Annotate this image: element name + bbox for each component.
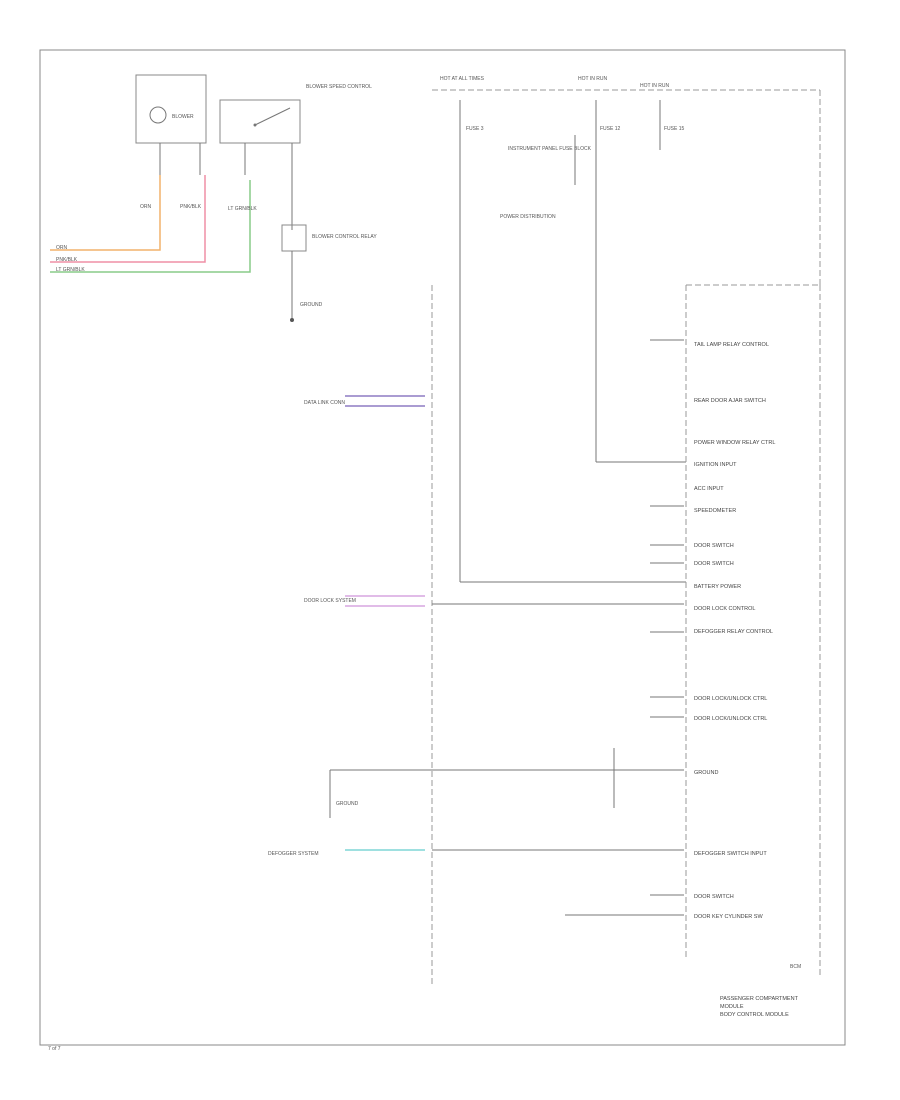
- blower-motor-icon: [149, 106, 167, 124]
- module-pin-3: IGNITION INPUT: [694, 462, 737, 468]
- module-pin-14: DEFOGGER SWITCH INPUT: [694, 851, 767, 857]
- switch-contact-icon: [253, 123, 257, 127]
- module-name-2: MODULE: [720, 1004, 744, 1010]
- module-pin-4: ACC INPUT: [694, 486, 724, 492]
- power-dist-label: POWER DISTRIBUTION: [500, 214, 556, 220]
- left-input-2: DOOR LOCK SYSTEM: [304, 598, 356, 604]
- module-pin-5: SPEEDOMETER: [694, 508, 736, 514]
- module-name: PASSENGER COMPARTMENT: [720, 996, 799, 1002]
- left-input-4: DEFOGGER SYSTEM: [268, 851, 319, 857]
- module-subtitle: BODY CONTROL MODULE: [720, 1012, 789, 1018]
- wire-bottom-label-2: PNK/BLK: [56, 257, 78, 263]
- left-input-1: DATA LINK CONN: [304, 400, 345, 406]
- left-input-3: GROUND: [336, 801, 359, 807]
- footer-code: 7 of 7: [48, 1046, 61, 1052]
- fuse-block-label: INSTRUMENT PANEL FUSE BLOCK: [508, 146, 592, 152]
- wire-bottom-label-3: LT GRN/BLK: [56, 267, 85, 273]
- fuse-name-3: FUSE 15: [664, 126, 685, 132]
- wire-label-3: LT GRN/BLK: [228, 206, 257, 212]
- module-pin-15: DOOR SWITCH: [694, 894, 734, 900]
- module-pin-0: TAIL LAMP RELAY CONTROL: [694, 342, 769, 348]
- module-pin-8: BATTERY POWER: [694, 584, 741, 590]
- fuse-label-2: HOT IN RUN: [578, 76, 607, 82]
- module-pin-10: DEFOGGER RELAY CONTROL: [694, 629, 773, 635]
- blower-switch-box: [219, 99, 301, 144]
- module-pin-7: DOOR SWITCH: [694, 561, 734, 567]
- fuse-label-1: HOT AT ALL TIMES: [440, 76, 485, 82]
- orange-wire: [50, 175, 161, 251]
- relay-label: BLOWER CONTROL RELAY: [312, 234, 377, 240]
- ground-point-icon: [290, 318, 294, 322]
- diagram-frame: [39, 49, 846, 1046]
- wire-label-2: PNK/BLK: [180, 204, 202, 210]
- relay-box: [281, 224, 307, 252]
- module-ref: BCM: [790, 964, 801, 970]
- module-pin-13: GROUND: [694, 770, 718, 776]
- green-wire: [50, 180, 251, 273]
- wire-label-1: ORN: [140, 204, 152, 210]
- module-pin-1: REAR DOOR AJAR SWITCH: [694, 398, 766, 404]
- fuse-name-1: FUSE 3: [466, 126, 484, 132]
- module-pin-9: DOOR LOCK CONTROL: [694, 606, 755, 612]
- blower-box: [135, 74, 207, 144]
- module-pin-16: DOOR KEY CYLINDER SW: [694, 914, 763, 920]
- module-pin-2: POWER WINDOW RELAY CTRL: [694, 440, 775, 446]
- blower-label: BLOWER: [172, 114, 194, 120]
- fuse-name-2: FUSE 12: [600, 126, 621, 132]
- fuse-label-3: HOT IN RUN: [640, 83, 669, 89]
- ground-label: GROUND: [300, 302, 323, 308]
- module-pin-11: DOOR LOCK/UNLOCK CTRL: [694, 696, 767, 702]
- pink-wire: [50, 175, 206, 263]
- wire-bottom-label-1: ORN: [56, 245, 68, 251]
- module-pin-6: DOOR SWITCH: [694, 543, 734, 549]
- blower-switch-label: BLOWER SPEED CONTROL: [306, 84, 372, 90]
- module-pin-12: DOOR LOCK/UNLOCK CTRL: [694, 716, 767, 722]
